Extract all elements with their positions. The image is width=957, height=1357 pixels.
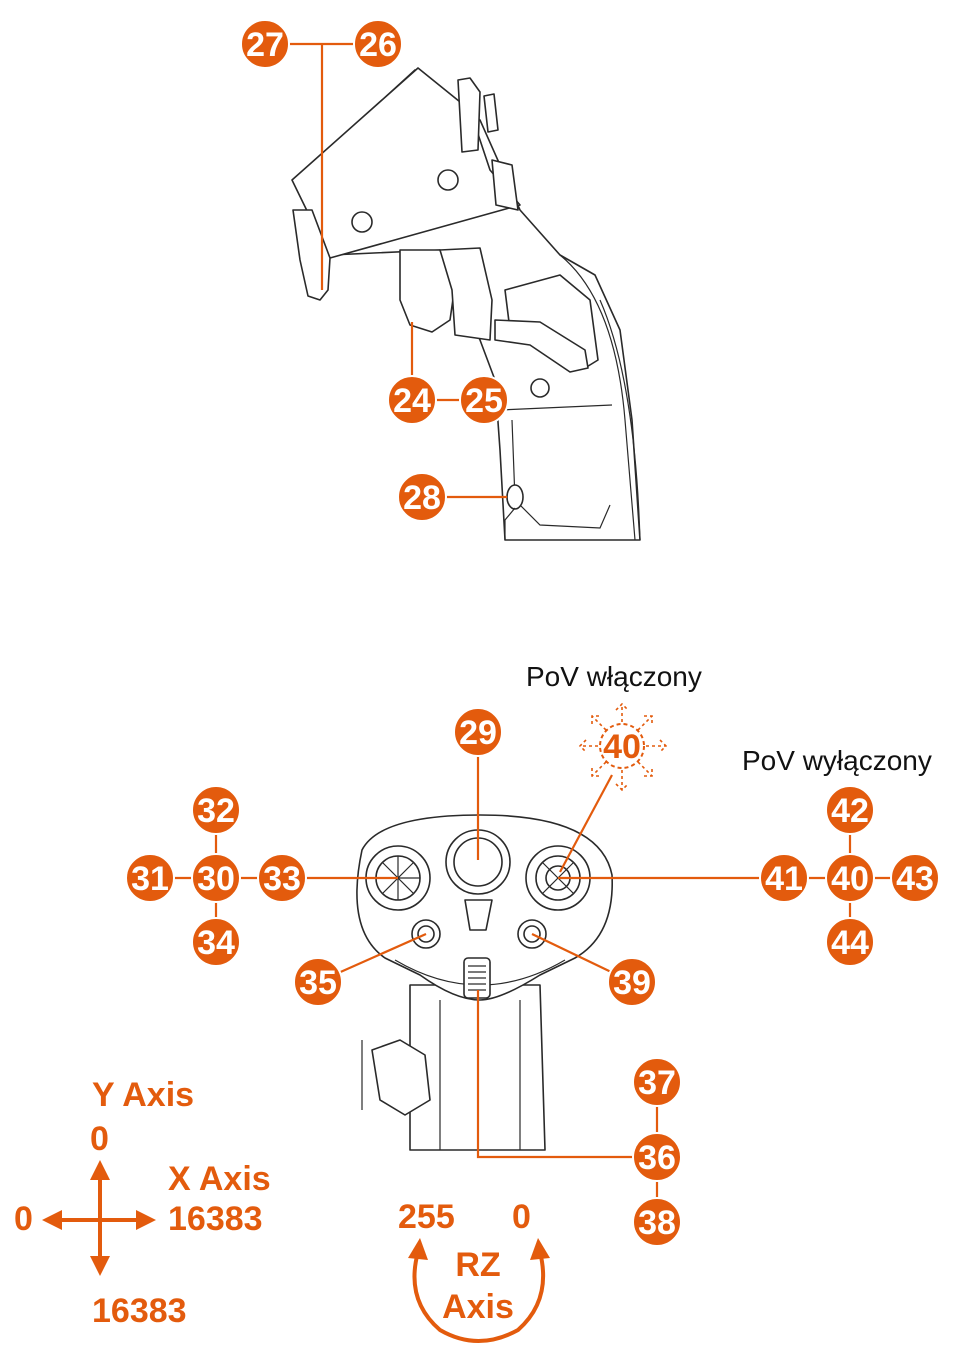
x-axis-title: X Axis bbox=[168, 1160, 271, 1198]
svg-text:35: 35 bbox=[299, 964, 337, 1002]
badge-29: 29 bbox=[453, 707, 503, 757]
y-axis-arrow-up bbox=[90, 1160, 110, 1180]
svg-text:41: 41 bbox=[765, 860, 803, 898]
badge-31: 31 bbox=[125, 853, 175, 903]
badge-24: 24 bbox=[387, 375, 437, 425]
rz-arc bbox=[412, 1251, 546, 1343]
badge-34: 34 bbox=[191, 917, 241, 967]
badge-25: 25 bbox=[459, 375, 509, 425]
badge-27: 27 bbox=[240, 19, 290, 69]
badge-43: 43 bbox=[890, 853, 940, 903]
badge-42: 42 bbox=[825, 785, 875, 835]
badge-26: 26 bbox=[353, 19, 403, 69]
svg-text:26: 26 bbox=[359, 26, 397, 64]
svg-text:43: 43 bbox=[896, 860, 934, 898]
badge-37: 37 bbox=[632, 1057, 682, 1107]
svg-text:40: 40 bbox=[603, 728, 641, 766]
svg-text:44: 44 bbox=[831, 924, 869, 962]
svg-text:42: 42 bbox=[831, 792, 869, 830]
rz-left-value: 255 bbox=[398, 1198, 455, 1236]
badge-41: 41 bbox=[759, 853, 809, 903]
svg-text:37: 37 bbox=[638, 1064, 676, 1102]
pov-off-label: PoV wyłączony bbox=[742, 745, 932, 776]
rz-title-line1: RZ bbox=[455, 1246, 500, 1284]
svg-text:31: 31 bbox=[131, 860, 169, 898]
xy-axis-legend: Y Axis 0 X Axis 16383 0 16383 bbox=[14, 1076, 271, 1330]
x-axis-arrow-left bbox=[42, 1210, 62, 1230]
rz-title-line2: Axis bbox=[442, 1288, 514, 1326]
badge-39: 39 bbox=[607, 957, 657, 1007]
badge-36: 36 bbox=[632, 1132, 682, 1182]
svg-text:29: 29 bbox=[459, 714, 497, 752]
y-axis-arrow-down bbox=[90, 1256, 110, 1276]
badge-35: 35 bbox=[293, 957, 343, 1007]
pov-direction-arrows bbox=[578, 702, 668, 792]
svg-text:28: 28 bbox=[403, 479, 441, 517]
badge-40: 40 bbox=[825, 853, 875, 903]
svg-text:39: 39 bbox=[613, 964, 651, 1002]
svg-text:33: 33 bbox=[263, 860, 301, 898]
rz-arrow-right bbox=[530, 1238, 550, 1260]
x-axis-arrow-right bbox=[136, 1210, 156, 1230]
badge-32: 32 bbox=[191, 785, 241, 835]
badge-28: 28 bbox=[397, 472, 447, 522]
y-axis-bottom-value: 16383 bbox=[92, 1292, 187, 1330]
grip-front-view bbox=[356, 814, 613, 1151]
y-axis-top-value: 0 bbox=[90, 1120, 109, 1158]
pov-on-label: PoV włączony bbox=[526, 661, 702, 692]
svg-text:38: 38 bbox=[638, 1204, 676, 1242]
x-axis-right-value: 16383 bbox=[168, 1200, 263, 1238]
svg-text:34: 34 bbox=[197, 924, 235, 962]
svg-text:27: 27 bbox=[246, 26, 284, 64]
badge-40-pov: 40 bbox=[599, 723, 645, 769]
svg-text:24: 24 bbox=[393, 382, 431, 420]
svg-text:32: 32 bbox=[197, 792, 235, 830]
rz-axis-legend: 255 0 RZ Axis bbox=[398, 1198, 550, 1343]
svg-text:30: 30 bbox=[197, 860, 235, 898]
svg-text:25: 25 bbox=[465, 382, 503, 420]
badge-44: 44 bbox=[825, 917, 875, 967]
svg-text:40: 40 bbox=[831, 860, 869, 898]
y-axis-title: Y Axis bbox=[92, 1076, 194, 1114]
badge-38: 38 bbox=[632, 1197, 682, 1247]
grip-side-view bbox=[291, 67, 641, 541]
x-axis-left-value: 0 bbox=[14, 1200, 33, 1238]
badge-30: 30 bbox=[191, 853, 241, 903]
svg-text:36: 36 bbox=[638, 1139, 676, 1177]
rz-right-value: 0 bbox=[512, 1198, 531, 1236]
rz-arrow-left bbox=[408, 1238, 428, 1260]
badge-33: 33 bbox=[257, 853, 307, 903]
